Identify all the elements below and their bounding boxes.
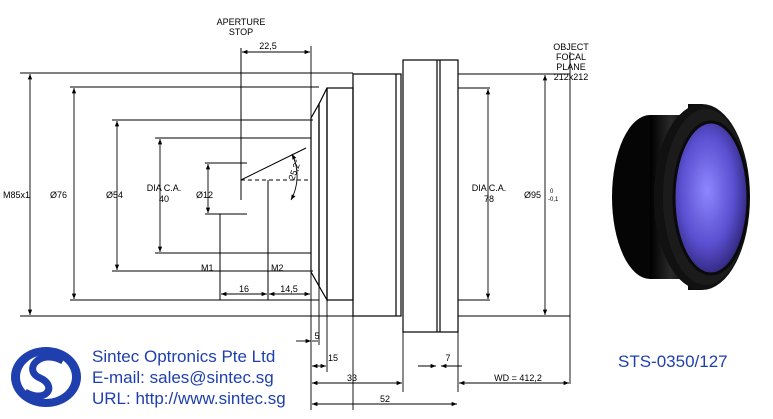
dia-ca-78-label-1: DIA C.A.	[472, 183, 507, 193]
dimension-labels: APERTURE STOP 22,5 OBJECT FOCAL PLANE 21…	[3, 17, 589, 404]
dia54-label: Ø54	[106, 190, 123, 200]
m2-label: M2	[271, 263, 284, 273]
part-number: STS-0350/127	[618, 352, 728, 371]
inner-schematic	[70, 48, 319, 301]
dim-14-5: 14,5	[280, 284, 298, 294]
dia95-label: Ø95	[524, 190, 541, 200]
dia-ca-40-label-1: DIA C.A.	[147, 183, 182, 193]
dia76-label: Ø76	[50, 190, 67, 200]
object-plane-label-3: PLANE	[556, 62, 586, 72]
dim-22-5: 22,5	[259, 41, 277, 51]
dim-52: 52	[380, 394, 390, 404]
dim-16: 16	[239, 284, 249, 294]
dim-5: 5	[314, 331, 319, 341]
sintec-logo-icon	[11, 347, 81, 407]
dim-7: 7	[445, 353, 450, 363]
object-plane-label-2: FOCAL	[556, 52, 586, 62]
lens-photo	[612, 104, 750, 290]
lens-outline	[310, 59, 459, 333]
company-email[interactable]: E-mail: sales@sintec.sg	[92, 368, 274, 387]
object-plane-label-1: OBJECT	[553, 42, 589, 52]
m1-label: M1	[201, 263, 214, 273]
dia95-tol-lower: -0,1	[548, 197, 559, 203]
company-name: Sintec Optronics Pte Ltd	[92, 347, 276, 366]
company-url[interactable]: URL: http://www.sintec.sg	[92, 389, 286, 408]
aperture-label-1: APERTURE	[217, 17, 266, 27]
angle-label: 25,2°	[287, 158, 304, 182]
dim-15: 15	[328, 353, 338, 363]
aperture-label-2: STOP	[229, 27, 253, 37]
dim-33: 33	[347, 373, 357, 383]
dia-ca-40-label-2: 40	[159, 194, 169, 204]
wd-label: WD = 412,2	[494, 373, 542, 383]
dia12-label: Ø12	[196, 190, 213, 200]
dimension-arrows	[27, 49, 569, 407]
dia-ca-78-label-2: 78	[484, 194, 494, 204]
thread-label: M85x1	[3, 190, 30, 200]
dia95-tol-upper: 0	[550, 189, 554, 195]
object-plane-label-4: 212x212	[554, 72, 589, 82]
